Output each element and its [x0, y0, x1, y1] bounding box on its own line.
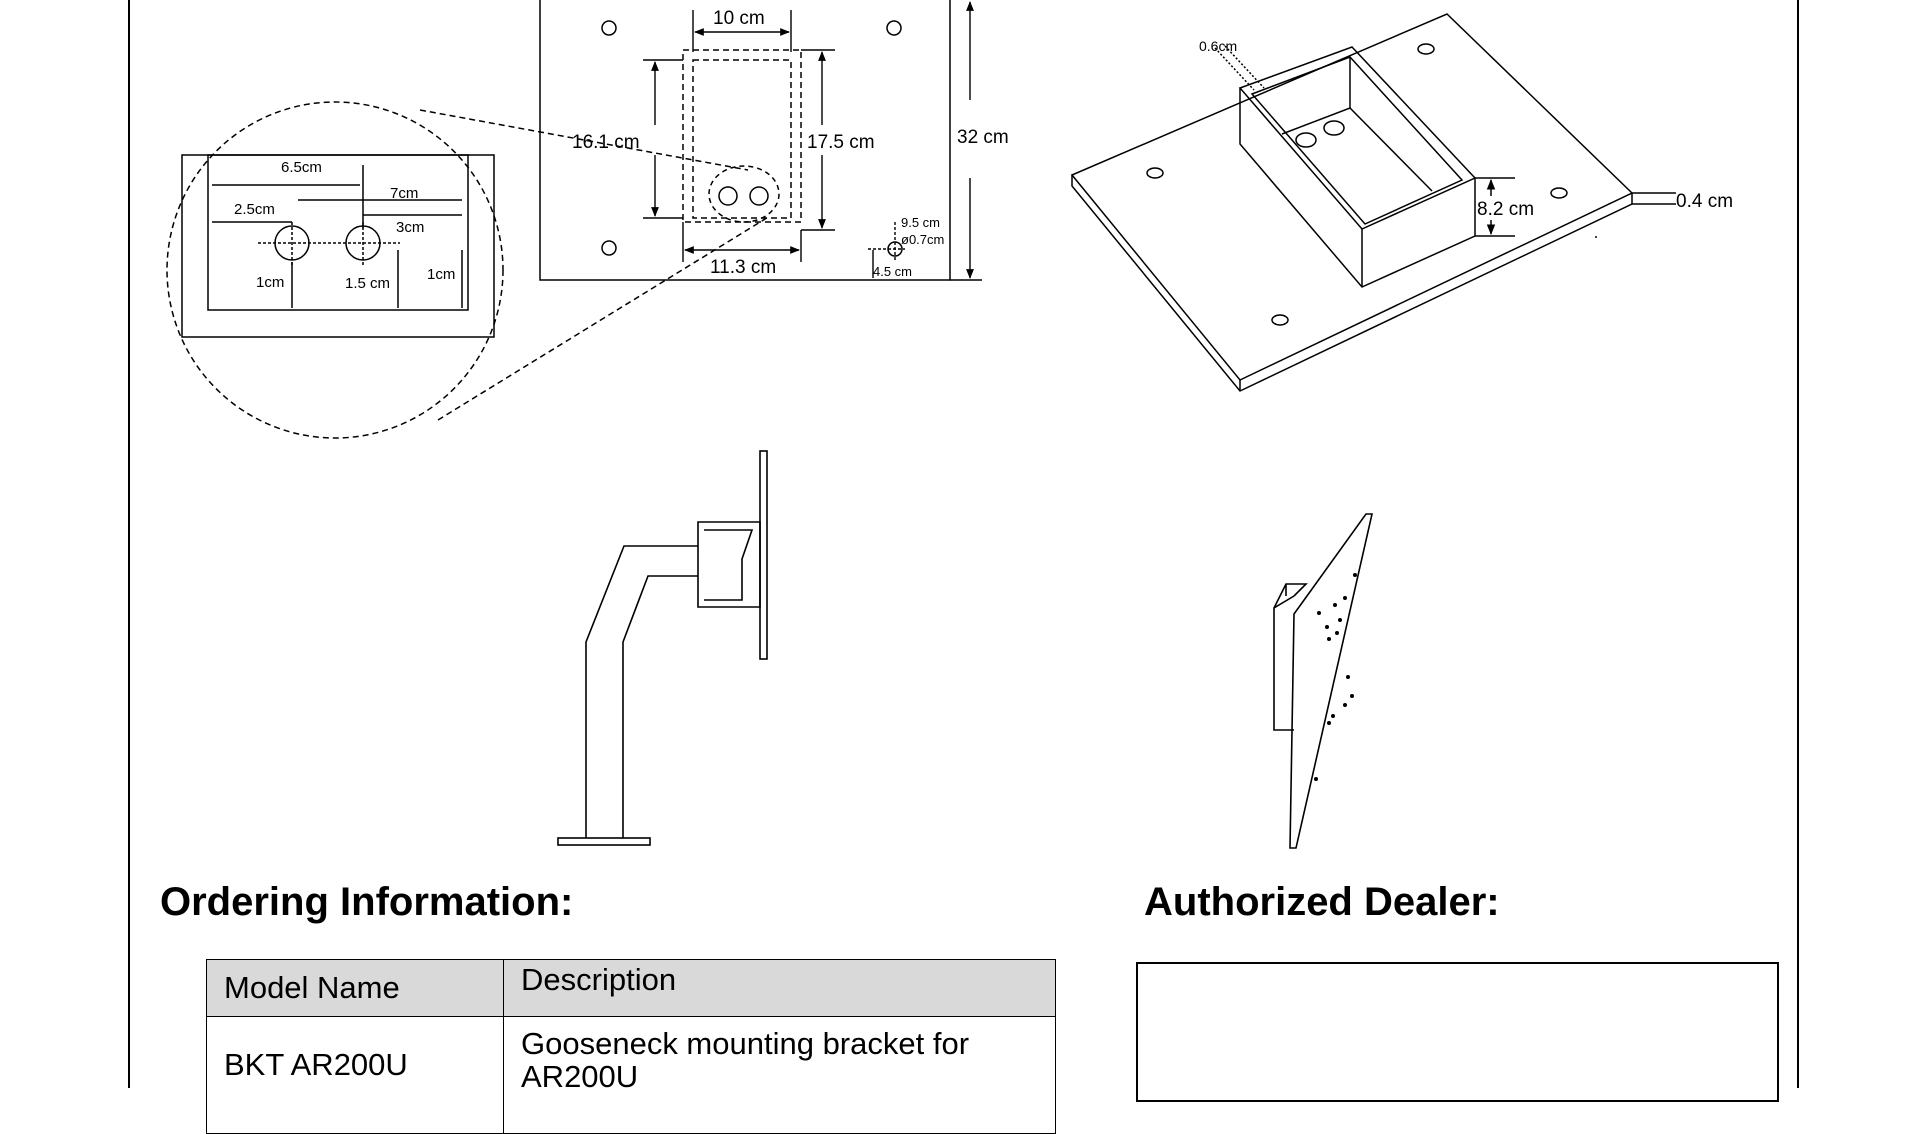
isometric-plate — [1070, 13, 1676, 392]
detail-dim-2: 7cm — [390, 185, 418, 202]
detail-dim-4: 3cm — [396, 219, 424, 236]
column-header-description: Description — [503, 959, 1056, 1017]
dim-hole-offset-x: 9.5 cm — [901, 215, 940, 230]
dim-plate-height: 32 cm — [957, 127, 1009, 148]
top-view-labels: 10 cm 16.1 cm 17.5 cm 32 cm 11.3 cm 9.5 … — [572, 8, 1009, 279]
detail-labels: 6.5cm 7cm 2.5cm 3cm 1cm 1.5 cm 1cm — [234, 159, 455, 292]
iso-dim-box-height: 8.2 cm — [1477, 199, 1534, 220]
detail-dim-1: 6.5cm — [281, 159, 322, 176]
table-row: BKT AR200U Gooseneck mounting bracket fo… — [206, 1016, 1056, 1134]
detail-dim-6: 1.5 cm — [345, 275, 390, 292]
detail-dim-5: 1cm — [256, 274, 284, 291]
cell-model-name: BKT AR200U — [206, 1016, 504, 1134]
detail-dim-3: 2.5cm — [234, 201, 275, 218]
dealer-box — [1136, 962, 1779, 1102]
dim-hole-offset-y: 4.5 cm — [873, 264, 912, 279]
dim-bottom-width: 11.3 cm — [710, 257, 776, 278]
top-view-dimension-lines — [643, 1, 982, 281]
gooseneck-side-view — [557, 450, 768, 846]
ordering-heading: Ordering Information: — [160, 880, 574, 924]
isometric-labels: 0.6cm 8.2 cm 0.4 cm — [1199, 38, 1733, 220]
column-header-model: Model Name — [206, 959, 504, 1017]
detail-zoom-callout — [166, 101, 771, 439]
page-border — [128, 0, 1799, 1088]
dealer-heading: Authorized Dealer: — [1144, 880, 1500, 924]
cell-description: Gooseneck mounting bracket for AR200U — [503, 1016, 1056, 1134]
ordering-table-header: Model Name Description — [206, 959, 1056, 1017]
detail-dim-7: 1cm — [427, 266, 455, 283]
iso-dim-wall: 0.6cm — [1199, 38, 1237, 54]
ordering-table: Model Name Description BKT AR200U Goosen… — [206, 959, 1056, 1134]
angled-plate-holes — [1314, 573, 1357, 781]
iso-dim-plate-thickness: 0.4 cm — [1676, 191, 1733, 212]
angled-plate-view — [1273, 513, 1374, 849]
dim-hole-diameter: ø0.7cm — [901, 232, 944, 247]
technical-drawings: 10 cm 16.1 cm 17.5 cm 32 cm 11.3 cm 9.5 … — [166, 0, 1733, 849]
dim-inner-width: 10 cm — [713, 8, 765, 29]
dim-inner-height: 16.1 cm — [572, 132, 640, 153]
dim-outer-height: 17.5 cm — [807, 132, 875, 153]
